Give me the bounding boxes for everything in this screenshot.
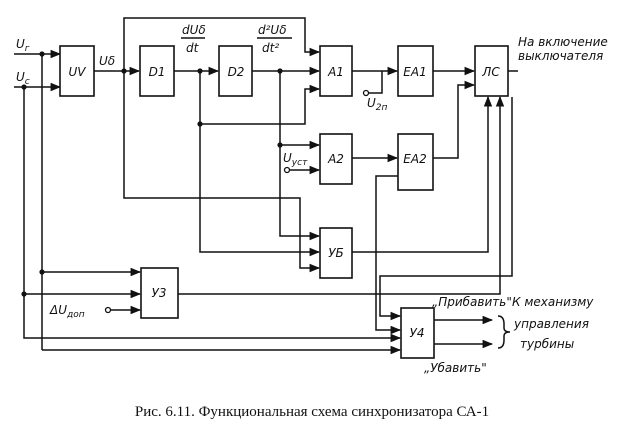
wire-ud-ub [123, 71, 321, 273]
wire-ud-a1 [123, 17, 321, 71]
block-a1-label: A1 [327, 65, 344, 79]
block-ea1-label: EA1 [403, 65, 426, 79]
terminal-dudop [104, 306, 112, 314]
block-u3-label: У3 [152, 286, 167, 300]
terminal-uust [283, 166, 291, 174]
block-u4: У4 [400, 307, 435, 359]
label-ud: Uδ [99, 54, 115, 68]
label-dud-num: dUδ [182, 23, 206, 37]
junction-dot [277, 68, 283, 74]
block-ea1: EA1 [397, 45, 434, 97]
junctions [21, 51, 283, 297]
junction-dot [277, 142, 283, 148]
junction-dot [39, 51, 45, 57]
label-add: „Прибавить" [432, 295, 512, 309]
label-dud-den: dt [186, 41, 200, 55]
block-uv-label: UV [69, 65, 87, 79]
block-u4-label: У4 [410, 326, 425, 340]
block-u3: У3 [140, 267, 179, 319]
junction-dot [21, 84, 27, 90]
junction-dot [197, 121, 203, 127]
block-d2-label: D2 [228, 65, 245, 79]
block-d1: D1 [139, 45, 175, 97]
wires [14, 17, 518, 355]
wire-uc-u4 [23, 294, 402, 343]
block-ea2-label: EA2 [403, 152, 426, 166]
label-reduce: „Убавить" [424, 361, 487, 375]
block-a1: A1 [319, 45, 353, 97]
junction-dot [121, 68, 127, 74]
block-ub-label: УБ [328, 246, 344, 260]
label-dudop: ΔUдоп [49, 303, 85, 320]
junction-dot [21, 291, 27, 297]
output-brace [497, 315, 511, 349]
block-ea2: EA2 [397, 133, 434, 191]
label-mech-line3: турбины [520, 337, 574, 351]
junction-dot [197, 68, 203, 74]
block-ls-label: ЛС [481, 65, 500, 79]
wire-ub-ls [352, 95, 493, 253]
wire-u2p [368, 71, 383, 94]
label-mech-line2: управления [513, 317, 589, 331]
block-a2: A2 [319, 133, 353, 185]
label-uust: Uуст [283, 151, 308, 168]
block-a2-label: A2 [327, 152, 344, 166]
label-d2ud-den: dt² [262, 41, 279, 55]
block-uv: UV [59, 45, 95, 97]
label-mech-line1: К механизму [512, 295, 594, 309]
junction-dot [39, 269, 45, 275]
figure-caption: Рис. 6.11. Функциональная схема синхрони… [135, 404, 489, 420]
wire-d2ud-ub [279, 71, 321, 241]
wire-ea2-ls [433, 80, 476, 159]
label-d2ud-num: d²Uδ [258, 23, 287, 37]
block-d2: D2 [218, 45, 253, 97]
wire-dud-ub [199, 124, 321, 257]
label-uc: Uс [16, 70, 30, 87]
label-ur: Uг [16, 37, 30, 54]
wire-ls-u4 [379, 97, 513, 321]
label-u2p: U2п [367, 96, 388, 113]
block-ls: ЛС [474, 45, 509, 97]
block-d1-label: D1 [149, 65, 166, 79]
label-switch-line1: На включение [518, 35, 608, 49]
wire-ea2-u4 [375, 175, 416, 335]
block-ub: УБ [319, 227, 353, 279]
label-switch-line2: выключателя [518, 49, 603, 63]
terminal-u2p [362, 89, 370, 97]
wire-u3-ls [178, 95, 505, 295]
wire-dud-a1 [200, 84, 321, 125]
